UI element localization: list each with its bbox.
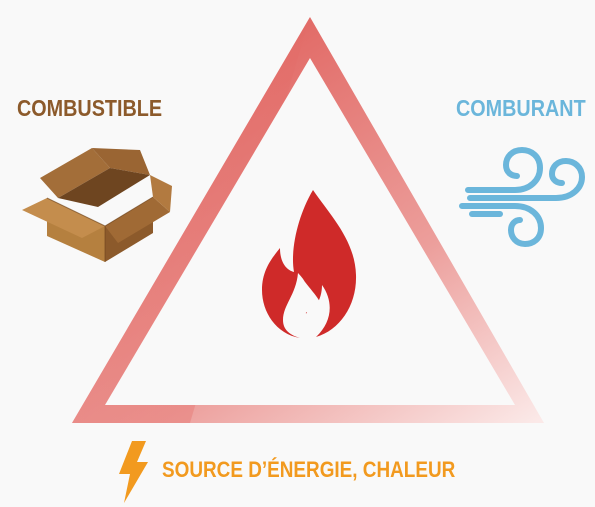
wind-icon	[459, 146, 586, 248]
comburant-label: COMBURANT	[456, 95, 586, 121]
energy-source-label: SOURCE D’ÉNERGIE, CHALEUR	[162, 457, 456, 482]
flame-icon	[262, 190, 357, 339]
cardboard-box-icon	[22, 148, 172, 262]
combustible-label: COMBUSTIBLE	[17, 95, 163, 121]
lightning-bolt-icon	[119, 441, 148, 503]
